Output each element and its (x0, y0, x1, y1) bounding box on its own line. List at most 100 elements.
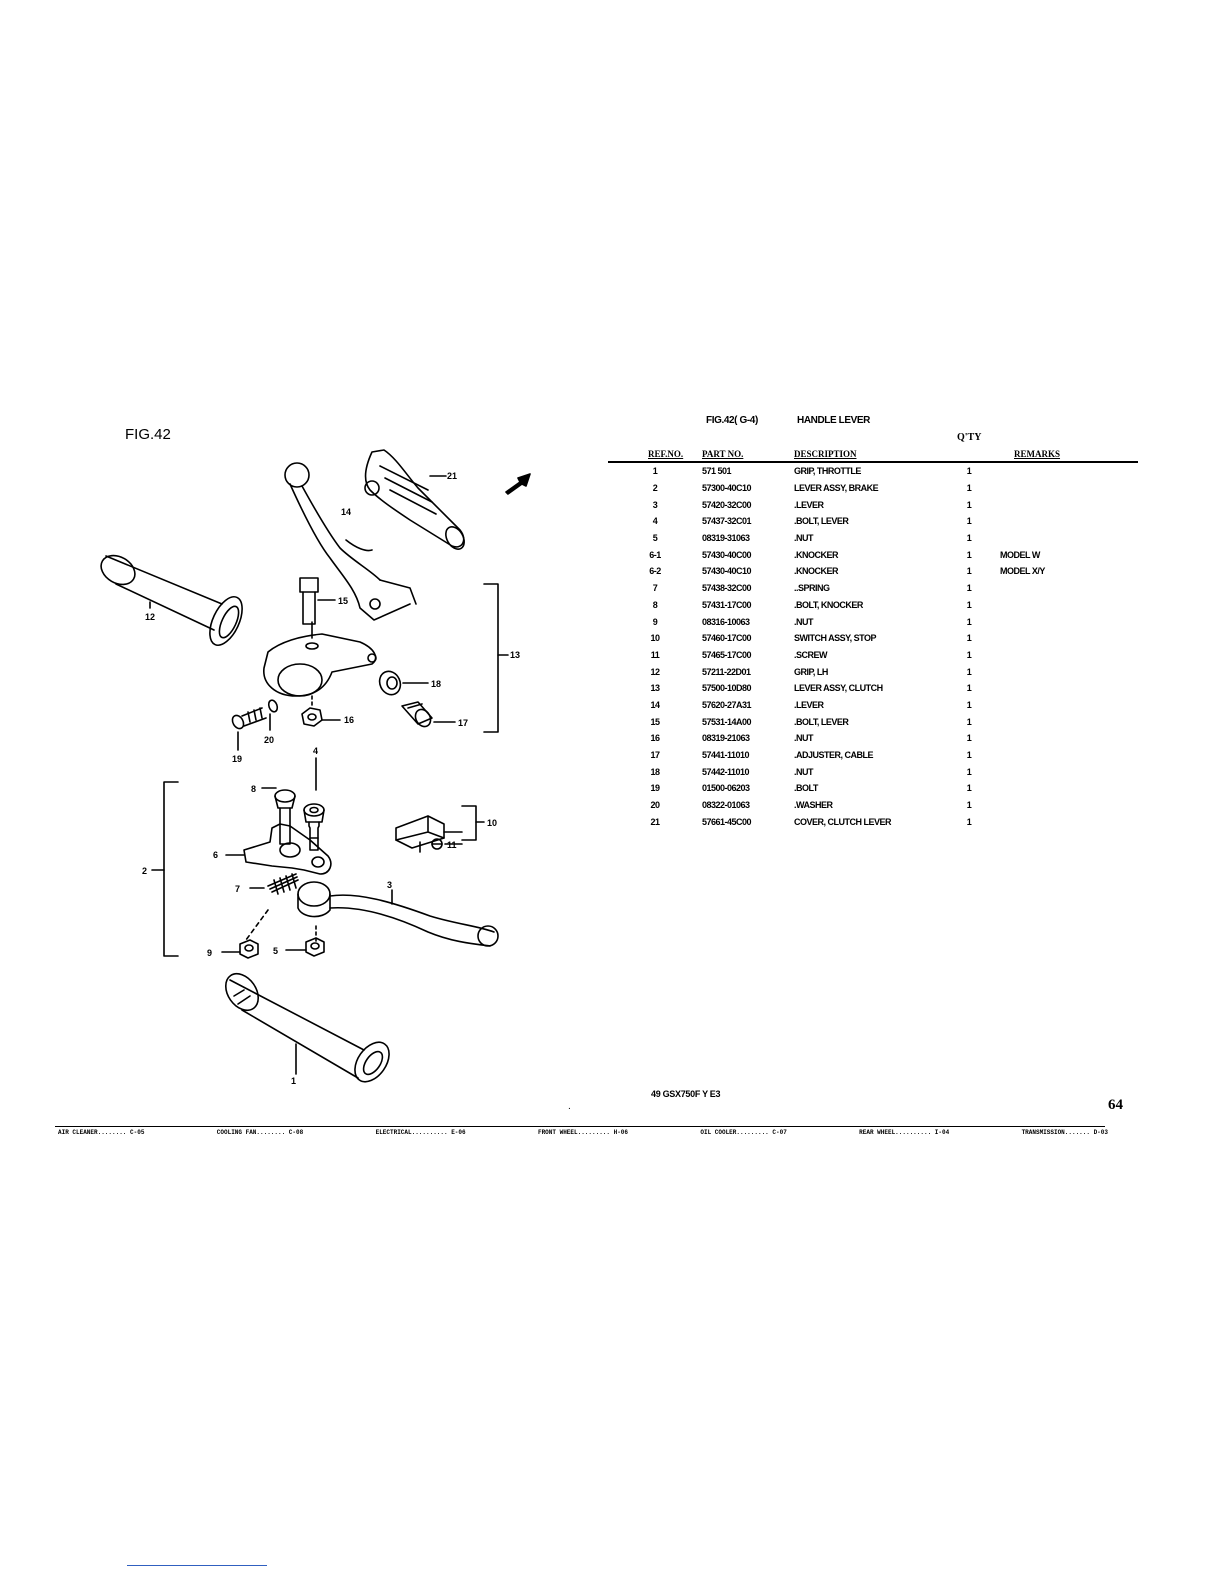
cell-ref: 12 (650, 666, 660, 677)
grip-lh-drawing (100, 554, 243, 646)
callout-5: 5 (273, 946, 278, 956)
index-rule (55, 1126, 1105, 1127)
callout-3: 3 (387, 880, 392, 890)
lever-cover-drawing (364, 449, 465, 550)
cell-part-no: 57211-22D01 (702, 666, 751, 677)
bracket-2 (163, 781, 179, 957)
cell-remarks (984, 680, 1138, 697)
callout-16: 16 (344, 715, 354, 725)
cell-remarks (984, 663, 1138, 680)
cell-ref: 4 (652, 516, 658, 527)
cell-description: .ADJUSTER, CABLE (794, 750, 874, 761)
cell-part-no: 57431-17C00 (702, 599, 752, 610)
cell-qty: 1 (966, 616, 972, 627)
callout-9: 9 (207, 948, 212, 958)
figure-label: FIG.42 (125, 426, 171, 443)
index-entry: ELECTRICAL.......... E-06 (375, 1129, 466, 1136)
knocker-drawing (225, 823, 332, 875)
cell-part-no: 57437-32C01 (702, 516, 752, 527)
cell-ref: 16 (650, 733, 660, 744)
cell-part-no: 57442-11010 (702, 766, 750, 777)
header-remarks: REMARKS (984, 447, 1138, 463)
cell-description: .BOLT, LEVER (794, 716, 849, 727)
cell-remarks (984, 462, 1138, 480)
clutch-bracket-drawing (263, 621, 377, 697)
bolt-15-drawing (299, 577, 336, 625)
callout-18: 18 (431, 679, 441, 689)
cell-ref: 6-1 (649, 549, 661, 560)
header-desc: DESCRIPTION (794, 447, 954, 463)
cell-description: .BOLT, KNOCKER (794, 599, 863, 610)
cell-part-no: 08319-21063 (702, 733, 750, 744)
cell-part-no: 57465-17C00 (702, 649, 752, 660)
index-entry: FRONT WHEEL......... H-06 (537, 1129, 628, 1136)
cell-ref: 6-2 (649, 566, 661, 577)
callout-11: 11 (447, 840, 457, 850)
cell-ref: 8 (652, 599, 658, 610)
cell-remarks (984, 797, 1138, 814)
callout-8: 8 (251, 784, 256, 794)
cell-part-no: 57420-32C00 (702, 499, 752, 510)
callout-21: 21 (447, 471, 457, 481)
cell-description: .KNOCKER (794, 566, 839, 577)
cell-qty: 1 (966, 783, 972, 794)
cell-ref: 1 (652, 466, 658, 477)
cell-qty: 1 (966, 716, 972, 727)
cell-ref: 20 (650, 800, 660, 811)
qty-label: Q'TY (957, 432, 982, 443)
cell-description: .NUT (794, 766, 814, 777)
cell-part-no: 57430-40C10 (702, 566, 752, 577)
grip-throttle-drawing (224, 972, 390, 1083)
footer-dot: . (568, 1101, 571, 1112)
cell-description: LEVER ASSY, CLUTCH (794, 683, 883, 694)
index-entry: TRANSMISSION....... D-03 (1021, 1129, 1108, 1136)
cell-remarks (984, 496, 1138, 513)
cell-qty: 1 (966, 466, 972, 477)
cell-qty: 1 (966, 733, 972, 744)
cell-remarks (984, 813, 1138, 830)
cell-ref: 17 (650, 750, 660, 761)
cell-part-no: 57441-11010 (702, 750, 750, 761)
cell-part-no: 08319-31063 (702, 533, 750, 544)
cell-description: .NUT (794, 533, 814, 544)
header-qty (954, 447, 984, 463)
brake-lever-drawing (297, 881, 499, 947)
cell-part-no: 57438-32C00 (702, 583, 752, 594)
table-section-title: HANDLE LEVER (797, 415, 870, 426)
index-entry: OIL COOLER......... C-07 (700, 1129, 787, 1136)
section-index: AIR CLEANER........ C-05 COOLING FAN....… (58, 1129, 1108, 1136)
cell-part-no: 08322-01063 (702, 800, 750, 811)
cell-ref: 7 (652, 583, 658, 594)
nut-18-drawing (378, 670, 429, 696)
callout-17: 17 (458, 718, 468, 728)
cell-qty: 1 (966, 699, 972, 710)
index-entry: AIR CLEANER........ C-05 (58, 1129, 145, 1136)
cell-remarks (984, 597, 1138, 614)
cell-qty: 1 (966, 499, 972, 510)
cell-remarks (984, 647, 1138, 664)
callout-19: 19 (232, 754, 242, 764)
cell-description: COVER, CLUTCH LEVER (794, 816, 892, 827)
cell-description: .SCREW (794, 649, 828, 660)
callout-2: 2 (142, 866, 147, 876)
callout-1: 1 (291, 1076, 296, 1086)
cell-qty: 1 (966, 583, 972, 594)
cell-qty: 1 (966, 549, 972, 560)
cell-remarks (984, 697, 1138, 714)
cell-part-no: 57460-17C00 (702, 633, 752, 644)
cell-remarks (984, 763, 1138, 780)
cell-description: LEVER ASSY, BRAKE (794, 483, 879, 494)
bolt-8-drawing (261, 787, 296, 845)
